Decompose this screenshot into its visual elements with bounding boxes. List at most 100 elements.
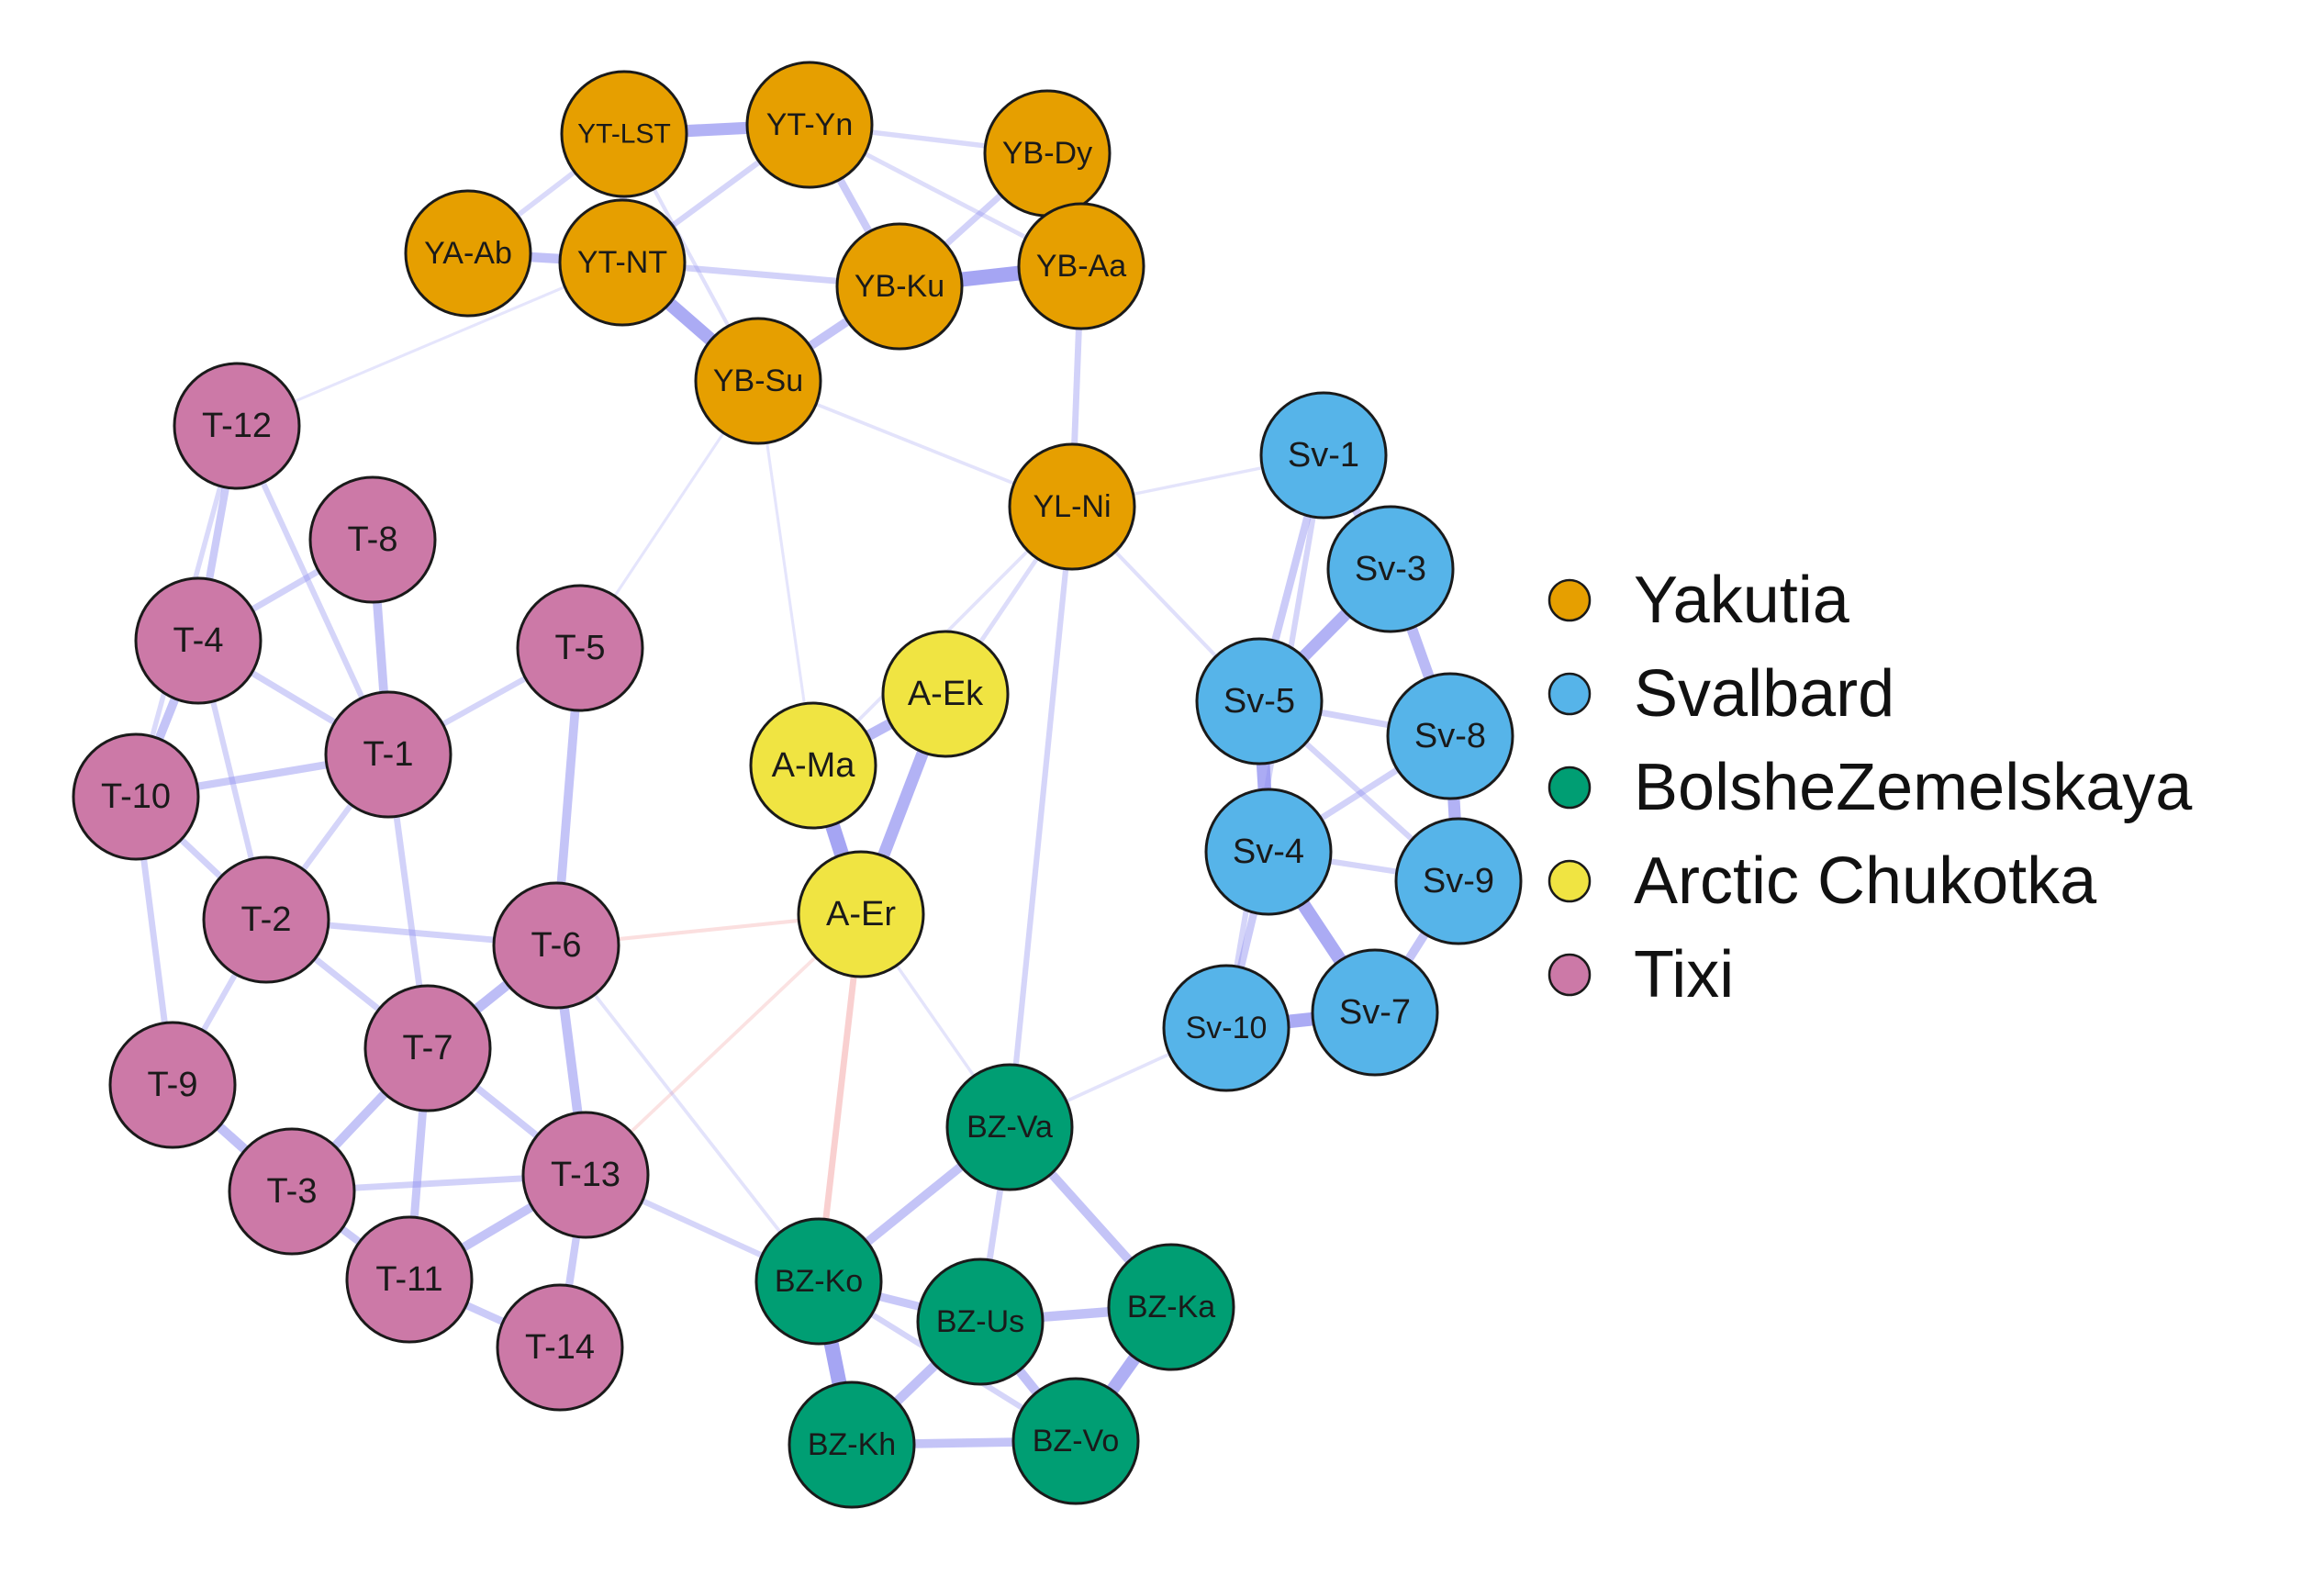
edge-YL-Ni-BZ-Va	[1006, 503, 1076, 1131]
node-label: BZ-Kh	[808, 1427, 896, 1462]
node-label: T-6	[531, 926, 582, 965]
node-label: YA-Ab	[424, 236, 512, 271]
node-a-er: A-Er	[797, 850, 925, 978]
node-sv-10: Sv-10	[1162, 964, 1290, 1092]
node-label: BZ-Va	[966, 1110, 1053, 1145]
node-label: T-5	[555, 629, 606, 667]
node-label: T-14	[525, 1328, 595, 1367]
node-label: T-3	[267, 1172, 318, 1211]
node-label: T-10	[101, 777, 171, 816]
node-label: A-Er	[826, 895, 896, 933]
node-circle	[228, 1127, 356, 1256]
node-circle	[749, 701, 877, 830]
node-yb-dy: YB-Dy	[983, 89, 1112, 218]
node-t-14: T-14	[496, 1283, 624, 1412]
node-circle	[1394, 817, 1523, 945]
node-label: YT-NT	[577, 245, 667, 280]
node-label: T-13	[551, 1156, 620, 1194]
node-label: Sv-8	[1414, 717, 1486, 755]
node-label: YT-Yn	[766, 107, 853, 142]
node-yb-aa: YB-Aa	[1017, 202, 1145, 330]
node-label: A-Ma	[772, 746, 856, 785]
legend-item-svalbard: Svalbard	[1547, 657, 1894, 731]
node-circle	[1008, 442, 1136, 571]
node-t-3: T-3	[228, 1127, 356, 1256]
node-sv-7: Sv-7	[1311, 948, 1439, 1077]
node-label: Sv-10	[1186, 1011, 1268, 1045]
node-circle	[404, 189, 532, 318]
node-label: A-Ek	[908, 675, 984, 713]
node-t-6: T-6	[492, 881, 620, 1010]
node-t-10: T-10	[72, 732, 200, 861]
node-circle	[1107, 1243, 1235, 1371]
node-label: YB-Ku	[855, 269, 944, 304]
node-sv-3: Sv-3	[1326, 505, 1455, 633]
node-label: T-7	[403, 1029, 453, 1067]
node-bz-ko: BZ-Ko	[754, 1217, 883, 1346]
node-label: Sv-4	[1233, 833, 1304, 871]
edge-YT-NT-T-12	[235, 261, 624, 428]
node-bz-kh: BZ-Kh	[788, 1380, 916, 1509]
node-circle	[1311, 948, 1439, 1077]
node-label: T-9	[148, 1066, 198, 1104]
node-label: YB-Aa	[1036, 249, 1126, 284]
node-t-13: T-13	[521, 1111, 650, 1239]
node-label: YT-LST	[577, 119, 671, 150]
node-ya-ab: YA-Ab	[404, 189, 532, 318]
node-circle	[363, 984, 492, 1112]
node-circle	[108, 1021, 237, 1149]
node-label: BZ-Ko	[775, 1264, 863, 1299]
node-circle	[492, 881, 620, 1010]
node-circle	[1326, 505, 1455, 633]
node-a-ek: A-Ek	[881, 630, 1010, 758]
node-a-ma: A-Ma	[749, 701, 877, 830]
node-t-12: T-12	[173, 362, 301, 490]
node-yb-su: YB-Su	[694, 317, 822, 445]
node-label: T-4	[173, 621, 224, 660]
node-circle	[134, 576, 263, 705]
edge-YB-Su-A-Ma	[756, 379, 815, 767]
edge-T-6-BZ-Ko	[554, 944, 821, 1283]
node-t-11: T-11	[345, 1215, 474, 1344]
node-bz-va: BZ-Va	[945, 1063, 1074, 1191]
legend-swatch	[1547, 672, 1592, 716]
node-circle	[345, 1215, 474, 1344]
node-circle	[521, 1111, 650, 1239]
node-label: YB-Su	[713, 363, 803, 398]
legend-item-chukotka: Arctic Chukotka	[1547, 844, 2097, 918]
node-circle	[745, 61, 874, 189]
node-t-2: T-2	[202, 855, 330, 984]
legend-label: BolsheZemelskaya	[1634, 751, 2193, 824]
node-bz-ka: BZ-Ka	[1107, 1243, 1235, 1371]
legend-label: Arctic Chukotka	[1634, 844, 2097, 918]
node-circle	[558, 198, 687, 327]
legend-label: Tixi	[1634, 938, 1734, 1012]
legend-swatch	[1547, 578, 1592, 622]
node-label: BZ-Ka	[1127, 1290, 1215, 1325]
node-label: Sv-7	[1339, 993, 1411, 1032]
node-circle	[1259, 391, 1388, 520]
node-label: T-12	[202, 407, 272, 445]
legend-label: Svalbard	[1634, 657, 1894, 731]
node-circle	[754, 1217, 883, 1346]
node-circle	[835, 222, 964, 351]
node-label: Sv-1	[1288, 436, 1359, 475]
node-circle	[202, 855, 330, 984]
node-circle	[1017, 202, 1145, 330]
node-sv-4: Sv-4	[1204, 788, 1333, 916]
node-label: T-1	[363, 735, 414, 774]
node-circle	[694, 317, 822, 445]
node-circle	[1162, 964, 1290, 1092]
node-label: Sv-5	[1223, 682, 1295, 721]
node-sv-1: Sv-1	[1259, 391, 1388, 520]
node-label: Sv-3	[1355, 550, 1426, 588]
node-circle	[324, 690, 453, 819]
legend-swatch	[1547, 859, 1592, 903]
legend-swatch	[1547, 766, 1592, 810]
node-yt-lst: YT-LST	[560, 70, 688, 198]
node-bz-us: BZ-Us	[916, 1257, 1045, 1386]
node-label: Sv-9	[1423, 862, 1494, 900]
node-t-7: T-7	[363, 984, 492, 1112]
node-t-1: T-1	[324, 690, 453, 819]
